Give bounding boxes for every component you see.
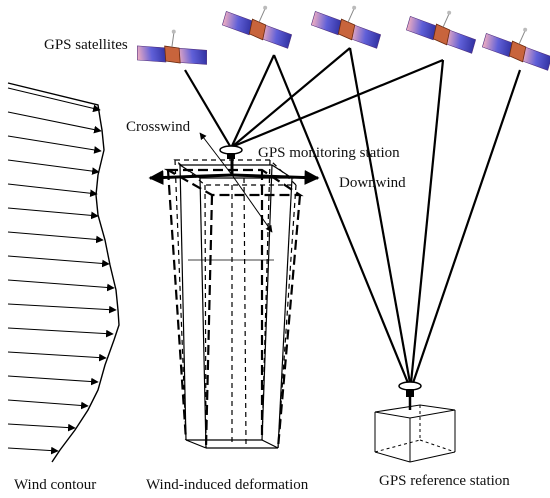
label-gps-monitoring-station: GPS monitoring station <box>258 145 400 161</box>
label-gps-reference-station: GPS reference station <box>379 474 510 489</box>
label-downwind: Downwind <box>339 175 406 191</box>
gps-antenna-icon <box>398 381 422 410</box>
gps-antenna-icon <box>219 145 243 159</box>
direction-arrows <box>148 132 320 233</box>
satellite-icon <box>403 4 480 55</box>
label-crosswind: Crosswind <box>126 119 191 135</box>
signal-lines-monitoring <box>184 47 444 148</box>
label-wind-induced-deformation: Wind-induced deformation <box>146 477 309 493</box>
reference-station <box>374 404 456 463</box>
tower-structure <box>163 159 304 449</box>
satellite-icon <box>479 21 550 72</box>
signal-lines-reference <box>272 47 522 384</box>
satellite-icon <box>219 0 296 50</box>
satellite-icon <box>308 0 385 50</box>
wind-contour <box>7 82 120 463</box>
satellite-icon <box>133 25 210 75</box>
label-gps-satellites: GPS satellites <box>44 37 128 53</box>
label-wind-contour: Wind contour <box>14 477 97 493</box>
